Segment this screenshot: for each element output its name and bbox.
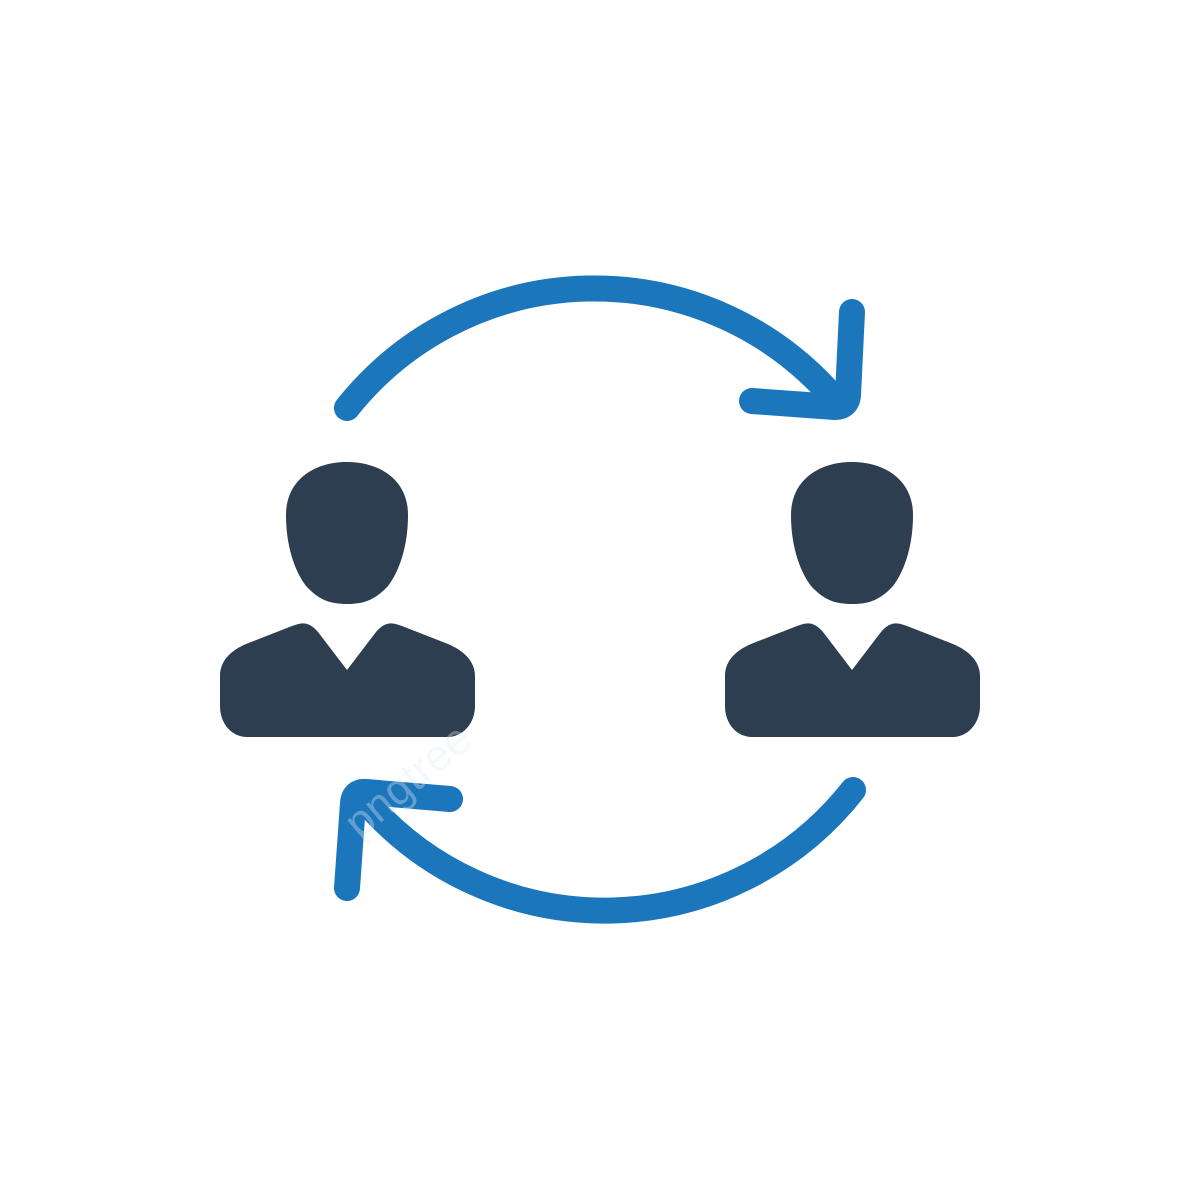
person-right-icon (725, 462, 980, 737)
bottom-arrow-icon (355, 777, 866, 924)
cycle-arrows (334, 275, 866, 924)
person-left-icon (220, 462, 475, 737)
top-arrow-icon (334, 275, 845, 421)
bottom-arrowhead-icon (334, 778, 463, 901)
top-arrowhead-icon (739, 299, 865, 420)
